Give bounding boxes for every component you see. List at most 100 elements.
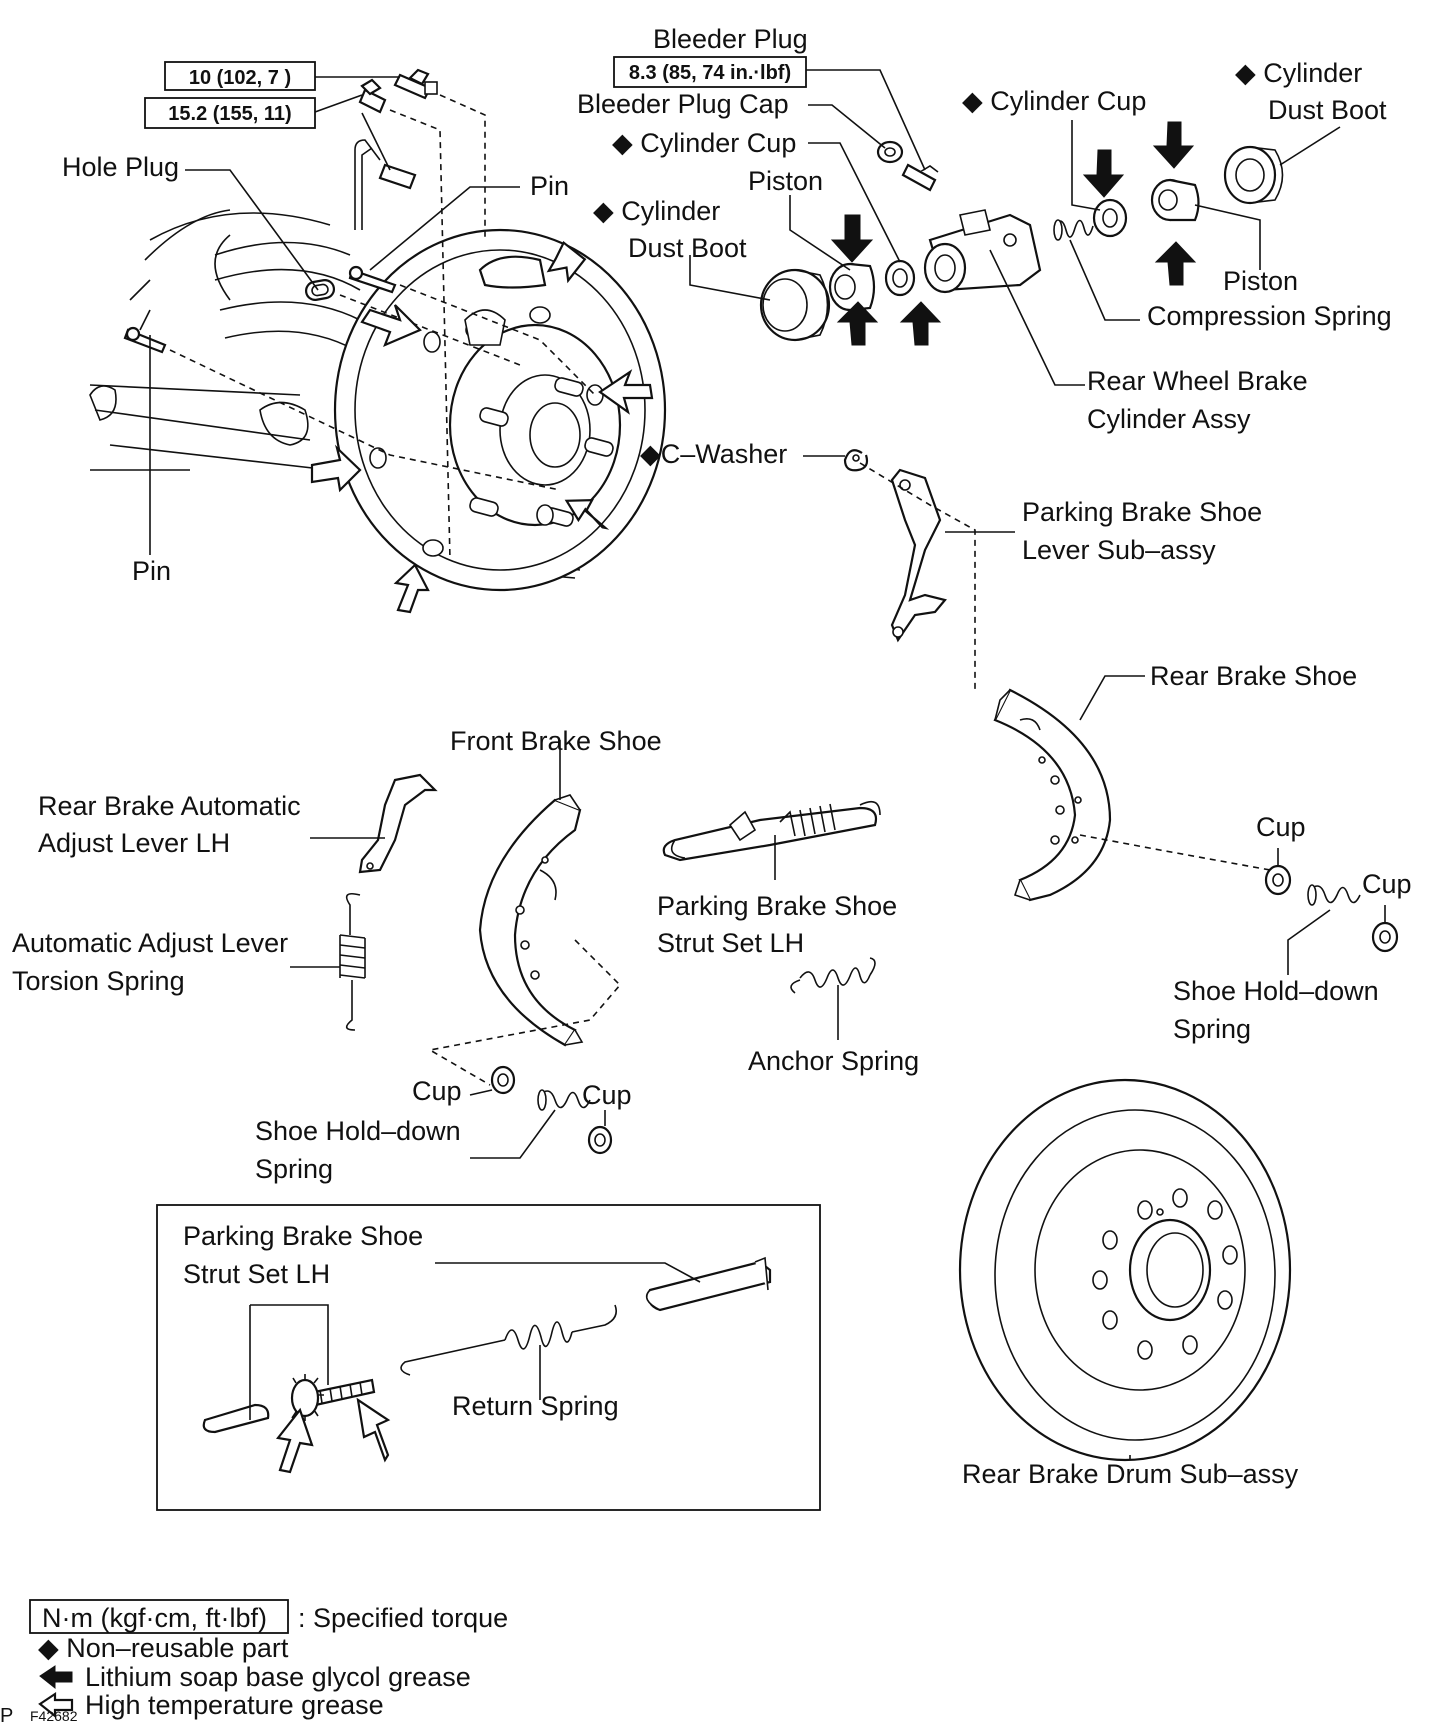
label-drum: Rear Brake Drum Sub–assy <box>962 1459 1299 1489</box>
torque-box-2: 15.2 (155, 11) <box>144 97 316 129</box>
torsion-spring-part <box>339 892 366 1031</box>
legend: N·m (kgf·cm, ft·lbf) : Specified torque … <box>29 1599 508 1720</box>
label-compression-spring: Compression Spring <box>1147 301 1392 331</box>
label-torsion-spring-2: Torsion Spring <box>12 966 185 996</box>
legend-non-reusable: ◆ Non–reusable part <box>38 1633 289 1663</box>
label-dust-boot-right-1: ◆ Cylinder <box>1235 58 1362 88</box>
bolt-10 <box>393 68 438 100</box>
auto-adjust-lever-part <box>358 773 438 874</box>
label-hold-down-right-1: Shoe Hold–down <box>1173 976 1379 1006</box>
footer-code-prefix: P <box>0 1705 13 1722</box>
brake-line-nut <box>378 163 417 190</box>
cup-left-b-part <box>587 1125 613 1155</box>
suspension-coil-spring <box>144 209 361 351</box>
cylinder-body <box>923 209 1042 294</box>
cylinder-cup-mid-part <box>884 259 916 297</box>
strut-set-part <box>662 800 881 862</box>
cup-right-a-part <box>1264 864 1292 896</box>
part-labels: Bleeder Plug Bleeder Plug Cap ◆ Cylinder… <box>12 24 1412 1489</box>
label-cup-right-b: Cup <box>1362 869 1412 899</box>
label-cup-right-a: Cup <box>1256 812 1306 842</box>
leader-lines <box>149 69 1386 1460</box>
strut-set-inset-box <box>156 1204 821 1511</box>
axle-arm-lines <box>89 279 331 471</box>
label-bleeder-plug: Bleeder Plug <box>653 24 808 54</box>
label-piston-right: Piston <box>1223 266 1298 296</box>
legend-high-temp: High temperature grease <box>85 1690 384 1720</box>
label-strut-set-2: Strut Set LH <box>657 928 804 958</box>
label-dust-boot-left-2: Dust Boot <box>628 233 747 263</box>
label-piston-left: Piston <box>748 166 823 196</box>
label-dust-boot-right-2: Dust Boot <box>1268 95 1387 125</box>
piston-left-part <box>828 262 876 312</box>
plate-holes <box>369 306 604 557</box>
cylinder-cup-top-part <box>1092 198 1128 238</box>
label-dust-boot-left-1: ◆ Cylinder <box>593 196 720 226</box>
hole-plug <box>304 279 336 301</box>
legend-lithium: Lithium soap base glycol grease <box>85 1662 471 1692</box>
label-torsion-spring-1: Automatic Adjust Lever <box>12 928 288 958</box>
pin-top-part <box>348 265 397 294</box>
legend-lithium-arrow-icon <box>39 1665 73 1690</box>
high-temp-grease-arrows-plate <box>310 240 654 614</box>
footer-code-text: F42682 <box>30 1708 78 1722</box>
label-front-brake-shoe: Front Brake Shoe <box>450 726 662 756</box>
legend-torque-desc: : Specified torque <box>298 1603 508 1633</box>
anchor-spring-part <box>790 957 876 994</box>
label-pb-lever-1: Parking Brake Shoe <box>1022 497 1262 527</box>
torque-box-1: 10 (102, 7 ) <box>164 61 316 91</box>
lithium-grease-arrows <box>830 121 1197 346</box>
label-cup-left-b: Cup <box>582 1080 632 1110</box>
inset-adjuster-bolt <box>202 1374 376 1434</box>
wheel-cylinder-exploded <box>759 140 1284 342</box>
legend-torque-box <box>29 1599 289 1634</box>
label-anchor-spring: Anchor Spring <box>748 1046 919 1076</box>
cup-left-a-part <box>490 1065 516 1095</box>
brake-drum-part <box>958 1078 1292 1462</box>
label-pin-left: Pin <box>132 556 171 586</box>
label-hole-plug: Hole Plug <box>62 152 179 182</box>
inset-return-spring <box>400 1304 618 1376</box>
label-pin-top: Pin <box>530 171 569 201</box>
footer-code: P F42682 <box>0 1705 78 1722</box>
torque-label-2: 15.2 (155, 11) <box>168 103 291 125</box>
cylinder-dust-boot-left <box>759 268 831 342</box>
front-brake-shoe-part <box>478 794 584 1047</box>
label-bleeder-plug-cap: Bleeder Plug Cap <box>577 89 789 119</box>
label-wheel-cylinder-1: Rear Wheel Brake <box>1087 366 1308 396</box>
label-cup-left-a: Cup <box>412 1076 462 1106</box>
bleeder-plug-part <box>901 163 939 192</box>
pin-left-part <box>123 326 167 354</box>
legend-torque-box-text: N·m (kgf·cm, ft·lbf) <box>42 1603 267 1633</box>
c-washer-part <box>843 449 869 472</box>
torque-label-3: 8.3 (85, 74 in.·lbf) <box>629 62 791 84</box>
label-pb-lever-2: Lever Sub–assy <box>1022 535 1216 565</box>
rear-brake-shoe-part <box>993 688 1112 902</box>
parking-brake-lever-part <box>890 468 947 643</box>
torque-box-3: 8.3 (85, 74 in.·lbf) <box>613 56 807 88</box>
cylinder-dust-boot-right <box>1223 145 1284 205</box>
inset-high-temp-arrows <box>275 1397 391 1474</box>
label-wheel-cylinder-2: Cylinder Assy <box>1087 404 1251 434</box>
torque-label-1: 10 (102, 7 ) <box>189 67 291 89</box>
label-hold-down-left-2: Spring <box>255 1154 333 1184</box>
label-auto-adjust-lever-1: Rear Brake Automatic <box>38 791 301 821</box>
label-return-spring: Return Spring <box>452 1391 619 1421</box>
label-hold-down-left-1: Shoe Hold–down <box>255 1116 461 1146</box>
label-cylinder-cup-mid: ◆ Cylinder Cup <box>612 128 796 158</box>
label-c-washer: ◆C–Washer <box>640 439 787 469</box>
compression-spring-part <box>1053 219 1094 241</box>
label-inset-strut-2: Strut Set LH <box>183 1259 330 1289</box>
cylinder-on-plate <box>478 255 547 289</box>
legend-high-temp-arrow-icon <box>38 1691 74 1719</box>
piston-right-part <box>1150 178 1200 222</box>
hold-down-spring-right-part <box>1307 884 1361 906</box>
label-hold-down-right-2: Spring <box>1173 1014 1251 1044</box>
label-inset-strut-1: Parking Brake Shoe <box>183 1221 423 1251</box>
label-strut-set-1: Parking Brake Shoe <box>657 891 897 921</box>
bolt-15-2 <box>358 78 387 114</box>
hold-down-spring-left-part <box>537 1089 591 1111</box>
inset-strut-rod <box>645 1256 772 1312</box>
